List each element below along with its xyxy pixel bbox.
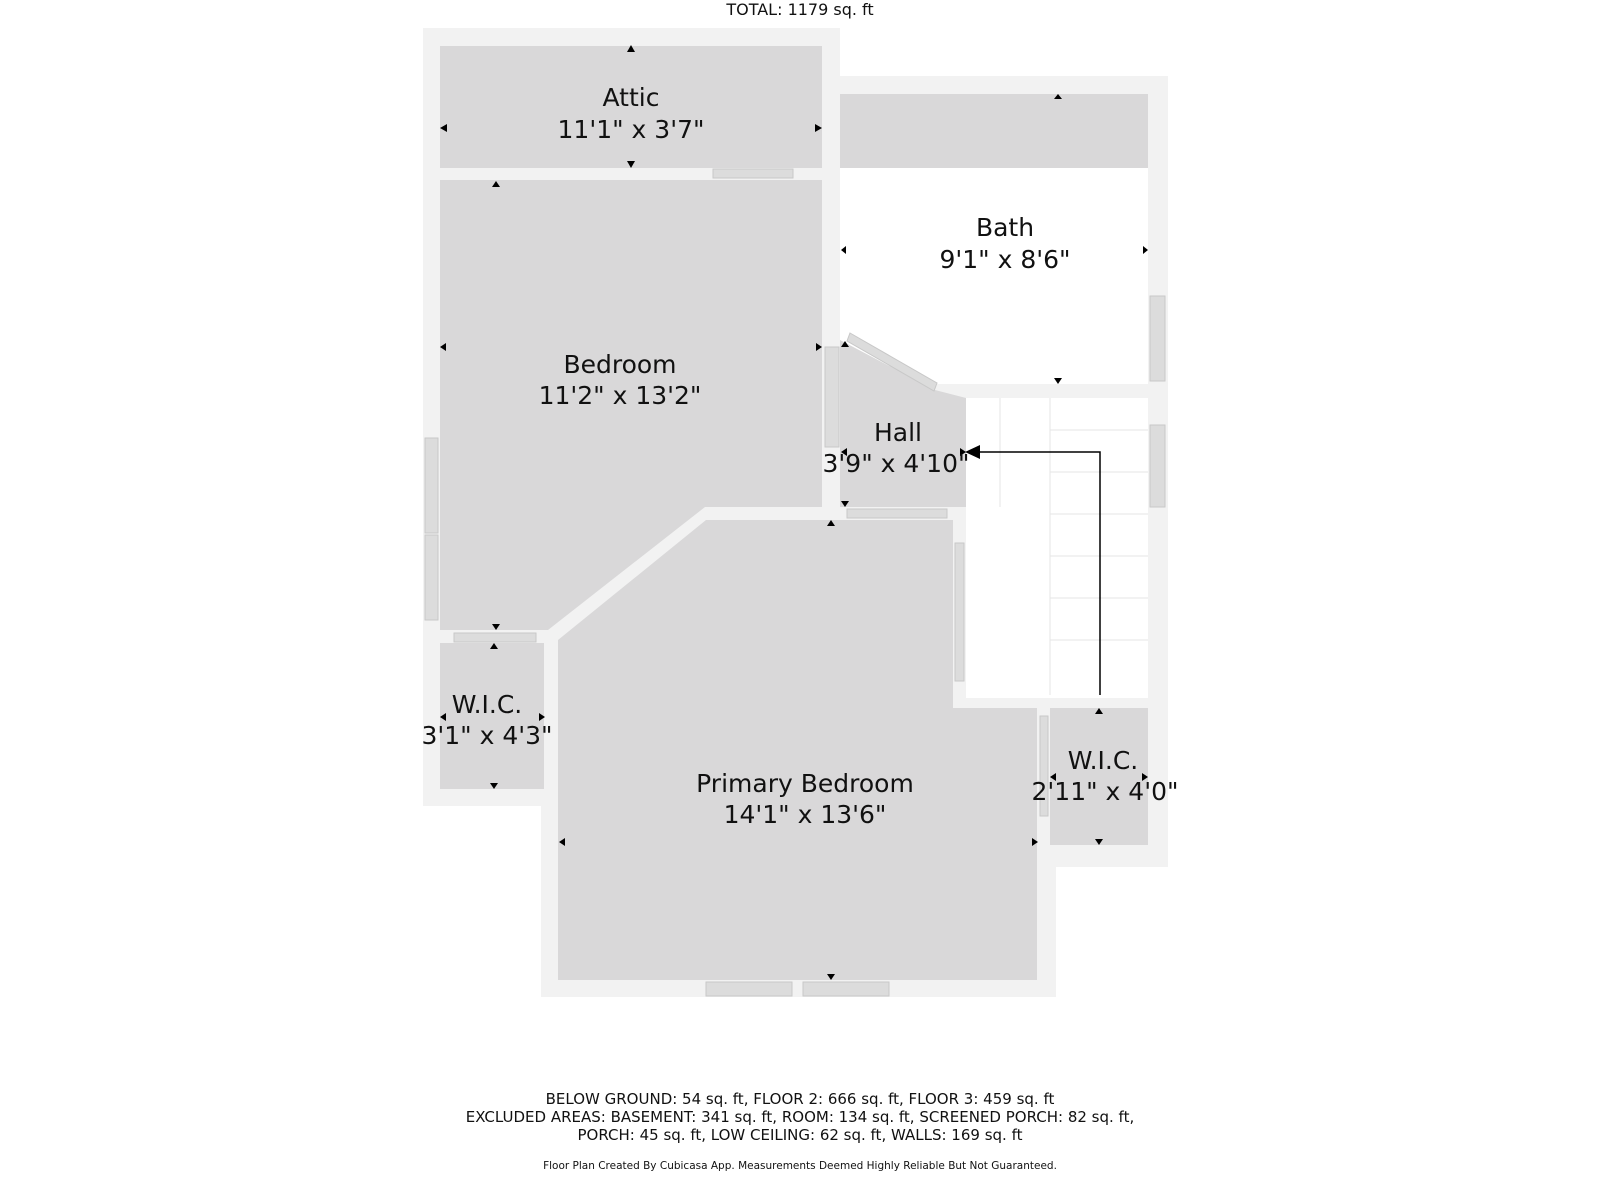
bath-room <box>840 168 1148 384</box>
bedroom-dims: 11'2" x 13'2" <box>539 381 702 410</box>
excluded-areas-continued: PORCH: 45 sq. ft, LOW CEILING: 62 sq. ft… <box>577 1126 1023 1144</box>
wic-right-dims: 2'11" x 4'0" <box>1032 777 1179 806</box>
bath-name: Bath <box>976 213 1034 242</box>
floor-areas: BELOW GROUND: 54 sq. ft, FLOOR 2: 666 sq… <box>545 1090 1055 1108</box>
primary-bedroom-room <box>558 520 1037 980</box>
wic-left-dims: 3'1" x 4'3" <box>421 721 552 750</box>
credit-note: Floor Plan Created By Cubicasa App. Meas… <box>543 1160 1057 1172</box>
diagonal-window <box>846 332 938 392</box>
bath-dims: 9'1" x 8'6" <box>939 245 1070 274</box>
primary-bedroom-dims: 14'1" x 13'6" <box>724 800 887 829</box>
hall-name: Hall <box>874 418 922 447</box>
attic-dims: 11'1" x 3'7" <box>558 115 705 144</box>
hall-room <box>840 340 966 507</box>
wic-right-name: W.I.C. <box>1068 746 1139 775</box>
total-area: TOTAL: 1179 sq. ft <box>726 0 874 19</box>
stair-arrow <box>965 445 1101 695</box>
bedroom-room <box>440 180 822 630</box>
closet-upper-right <box>840 94 1148 168</box>
stairwell <box>966 398 1148 698</box>
excluded-areas: EXCLUDED AREAS: BASEMENT: 341 sq. ft, RO… <box>465 1108 1135 1126</box>
primary-bedroom-name: Primary Bedroom <box>696 769 914 798</box>
wic-left-name: W.I.C. <box>452 690 523 719</box>
attic-room <box>440 46 822 168</box>
hall-dims: 3'9" x 4'10" <box>823 449 970 478</box>
openings <box>424 168 1166 997</box>
wic-left-room <box>440 643 544 789</box>
wic-right-room <box>1050 708 1148 845</box>
attic-name: Attic <box>603 83 660 112</box>
bedroom-name: Bedroom <box>563 350 676 379</box>
dimension-arrows <box>440 45 1148 980</box>
